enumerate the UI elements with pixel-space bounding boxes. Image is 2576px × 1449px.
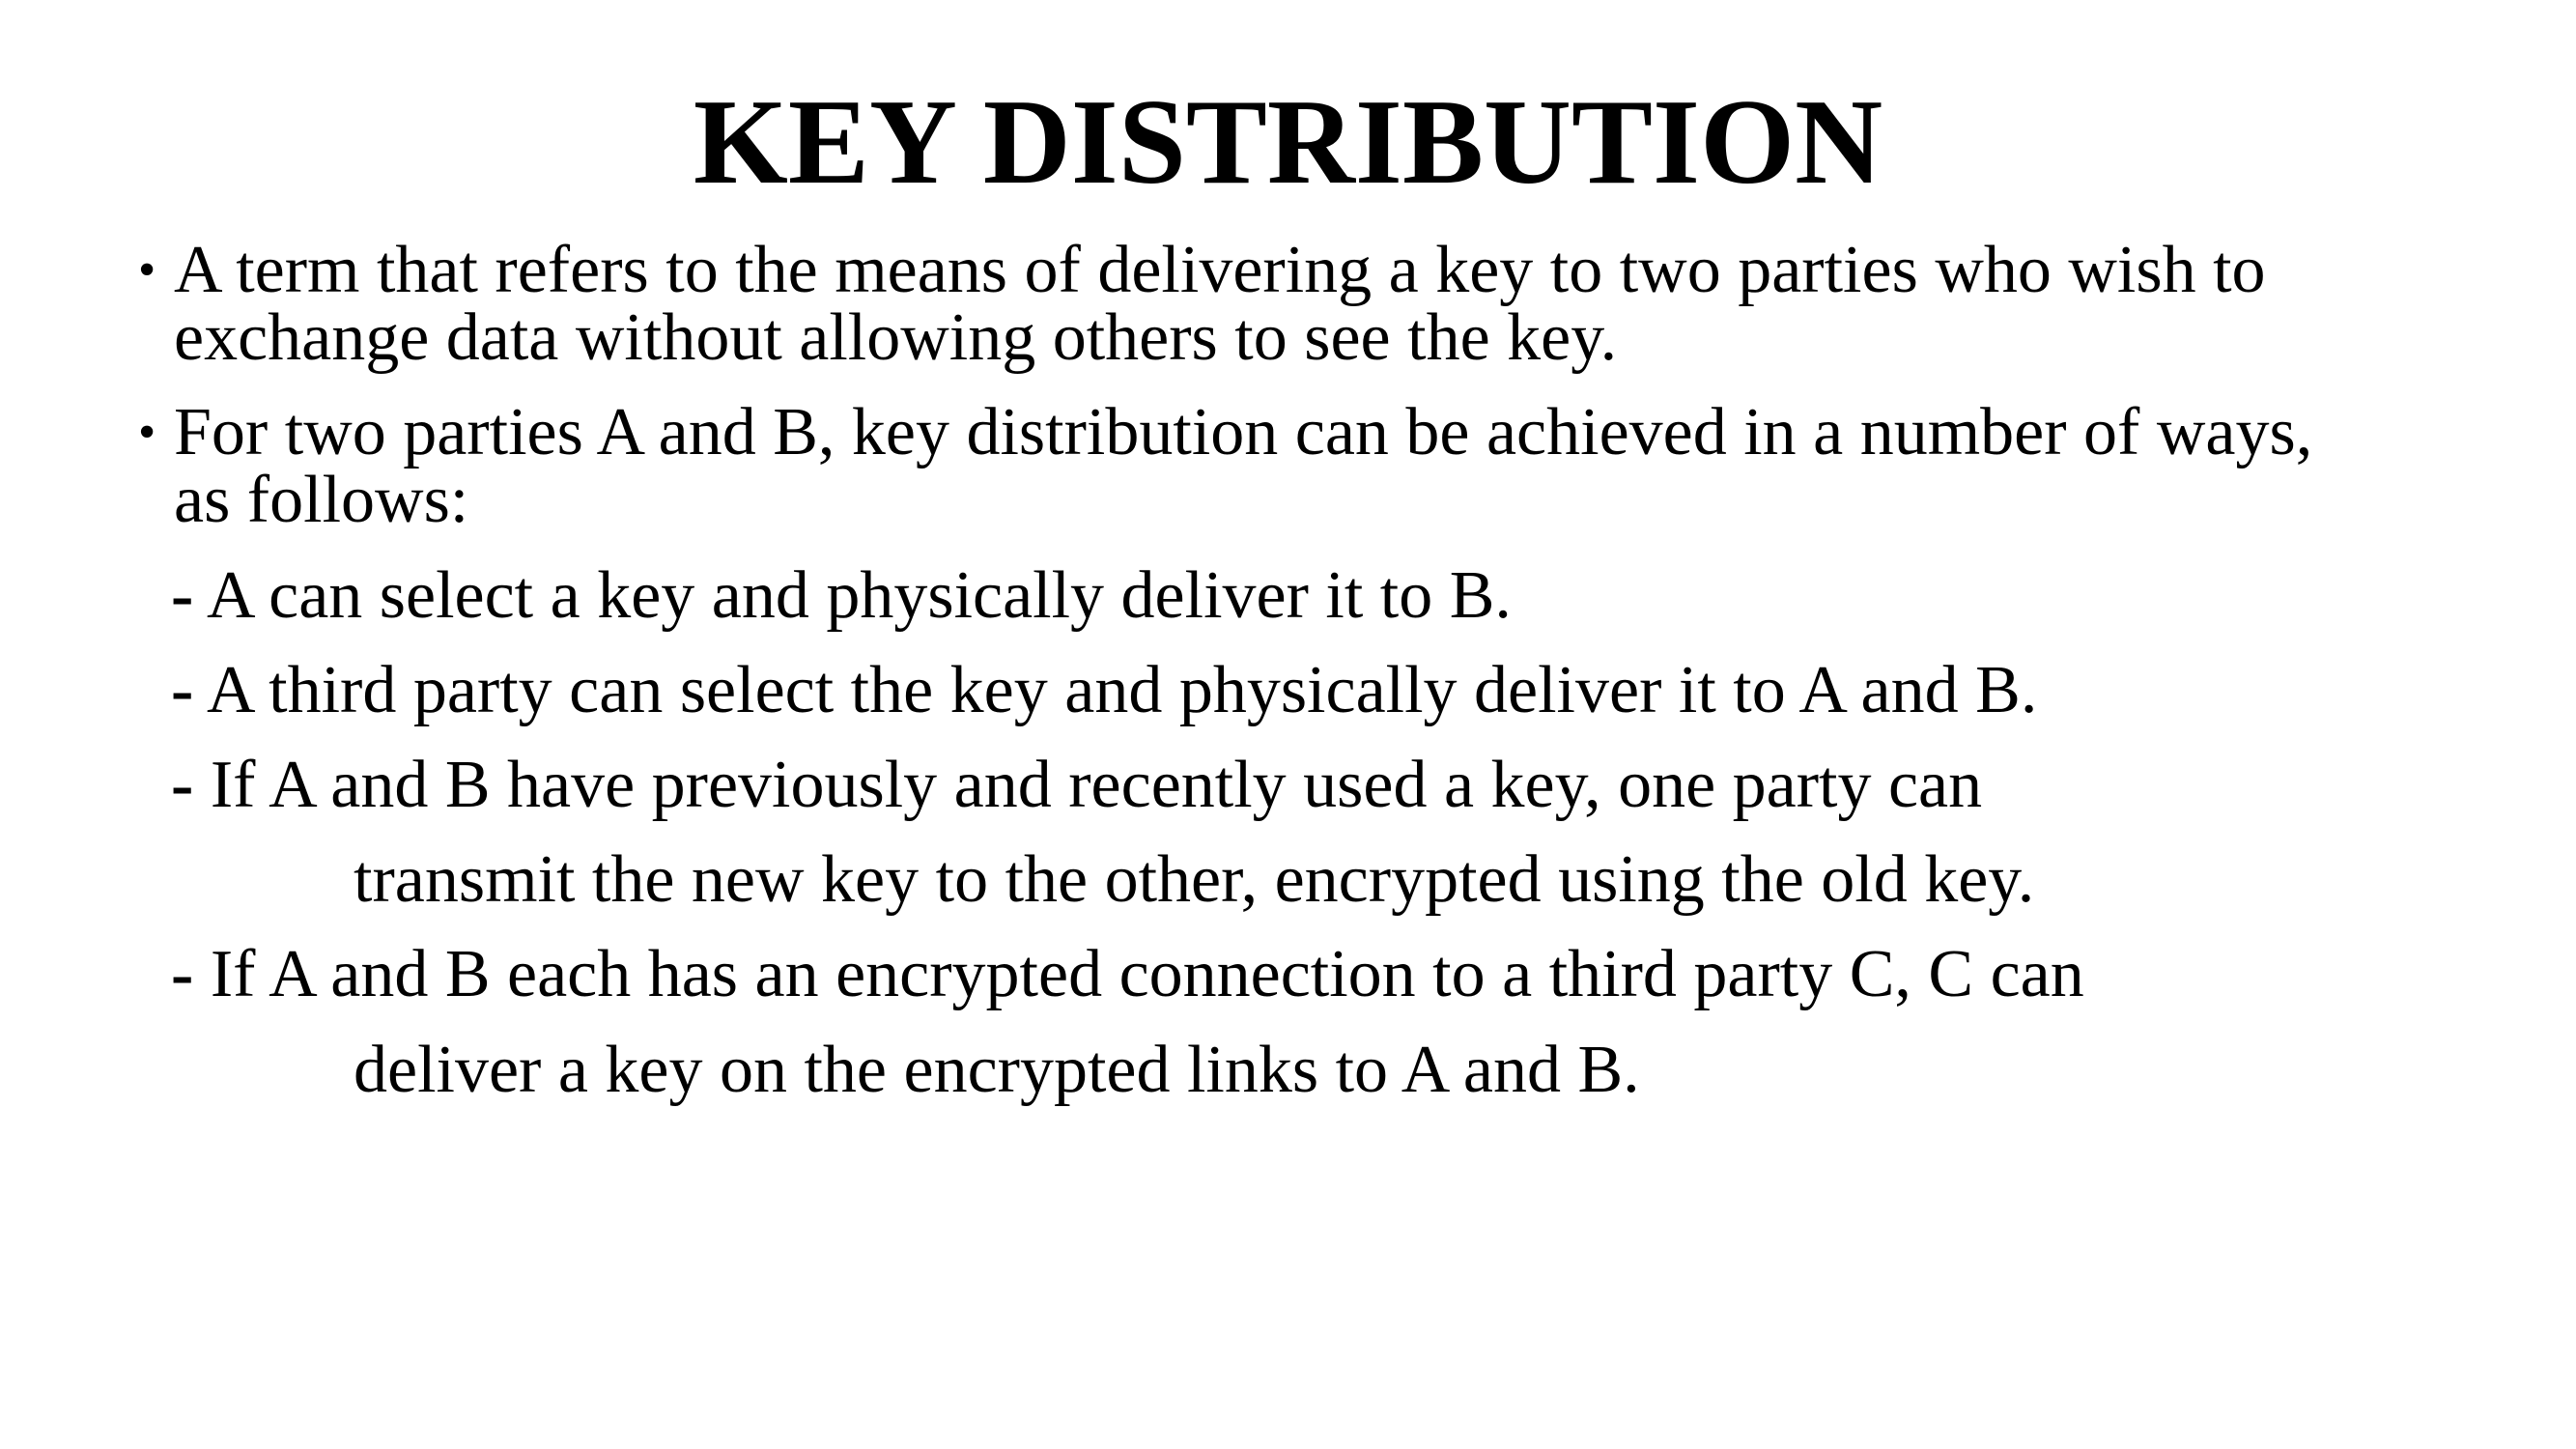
sub-item: - If A and B each has an encrypted conne… <box>171 936 2084 1013</box>
dash-icon: - <box>171 653 194 727</box>
bullet-line: exchange data without allowing others to… <box>174 300 1618 375</box>
sub-item: - A can select a key and physically deli… <box>171 557 1512 635</box>
bullet-text: For two parties A and B, key distributio… <box>174 399 2453 534</box>
sub-item-text: A can select a key and physically delive… <box>193 558 1512 633</box>
bullet-line: as follows: <box>174 463 469 537</box>
dash-icon: - <box>171 558 194 633</box>
dash-icon: - <box>171 937 194 1011</box>
bullet-line: A term that refers to the means of deliv… <box>174 233 2266 307</box>
sub-item-text: A third party can select the key and phy… <box>193 653 2038 727</box>
sub-item: - A third party can select the key and p… <box>171 652 2037 729</box>
dash-icon: - <box>171 748 194 822</box>
sub-item-continuation: deliver a key on the encrypted links to … <box>354 1033 1640 1107</box>
bullet-icon: • <box>138 242 156 298</box>
slide-title: KEY DISTRIBUTION <box>693 75 1883 210</box>
bullet-text: A term that refers to the means of deliv… <box>174 237 2453 372</box>
sub-item-continuation: transmit the new key to the other, encry… <box>354 842 2035 917</box>
bullet-line: For two parties A and B, key distributio… <box>174 395 2313 469</box>
sub-item: - If A and B have previously and recentl… <box>171 747 1982 824</box>
bullet-icon: • <box>138 405 156 460</box>
sub-item-text: If A and B have previously and recently … <box>193 748 1983 822</box>
sub-item-text: If A and B each has an encrypted connect… <box>193 937 2084 1011</box>
